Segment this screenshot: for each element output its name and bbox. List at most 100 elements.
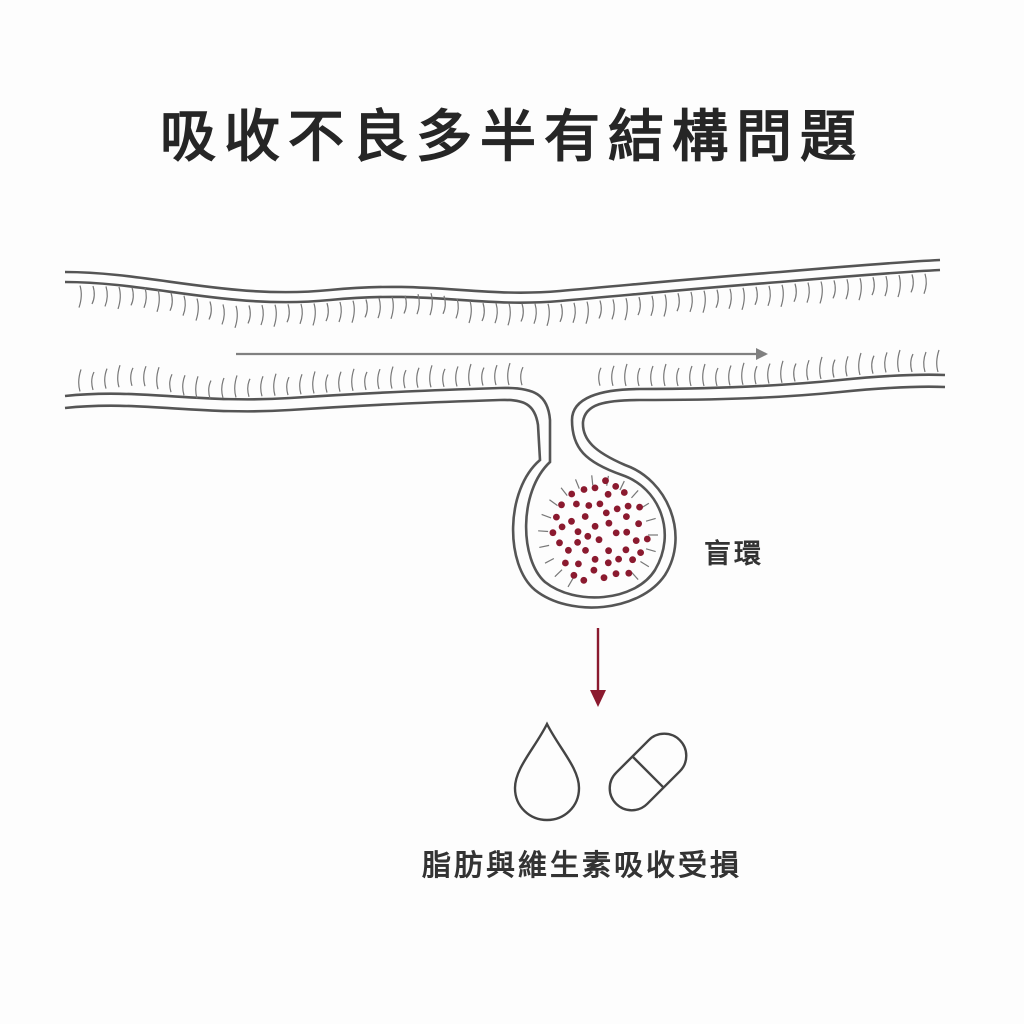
bacteria-dot (615, 555, 622, 563)
villus (364, 371, 368, 391)
villus (715, 367, 719, 387)
villus (468, 300, 472, 324)
bacteria-dot (612, 483, 620, 490)
villus (871, 355, 875, 374)
villus (858, 278, 862, 301)
villus (403, 369, 407, 389)
consequence-caption: 脂肪與維生素吸收受損 (421, 848, 742, 882)
villus (645, 548, 656, 553)
villus (663, 294, 667, 317)
villus (208, 380, 212, 399)
villus (598, 367, 602, 386)
villus (286, 376, 290, 396)
droplet-icon (513, 721, 581, 822)
villus (208, 301, 212, 320)
villus (78, 285, 82, 308)
villus (455, 298, 459, 319)
villus (481, 302, 485, 322)
villus (533, 303, 537, 324)
bacteria-dot (602, 509, 610, 517)
villus (429, 293, 433, 316)
villus (806, 282, 810, 303)
villus (611, 299, 615, 320)
villus (702, 363, 706, 387)
blind-loop-label: 盲環 (704, 539, 764, 570)
bacteria-dot (581, 513, 589, 520)
bacteria-dot (602, 477, 609, 485)
villus (182, 375, 186, 396)
villus (910, 274, 914, 293)
villus (156, 367, 160, 390)
bacteria-dot (613, 505, 621, 513)
villus (754, 286, 758, 306)
bacteria-dot (556, 539, 563, 547)
villus (117, 286, 121, 310)
villus (91, 371, 95, 391)
villus (182, 295, 186, 316)
villus (591, 475, 594, 486)
villus (299, 303, 303, 325)
villus (247, 305, 251, 324)
villus (273, 304, 277, 327)
villus (234, 375, 238, 398)
bacteria-dot (580, 486, 588, 493)
villus (637, 296, 641, 316)
villus (832, 359, 836, 378)
villus (559, 303, 563, 323)
villus (806, 359, 810, 381)
villus (91, 285, 95, 305)
bacteria-dot (624, 502, 632, 510)
villus (624, 298, 628, 321)
villus (260, 304, 264, 326)
villus (567, 578, 574, 588)
bacteria-dot (585, 502, 593, 509)
villus (143, 365, 147, 387)
bacteria-dot (580, 576, 588, 584)
villus (507, 303, 511, 326)
villus (598, 300, 602, 319)
intestine-bottom-villi (78, 349, 940, 399)
villus (793, 363, 797, 382)
villus (377, 368, 381, 390)
villus (819, 356, 823, 380)
villus (221, 377, 225, 399)
villus (728, 288, 732, 309)
intestine-top-wall (64, 258, 941, 304)
villus (619, 480, 625, 491)
villus (351, 368, 355, 391)
villus (884, 352, 888, 373)
villus (767, 285, 771, 307)
bacteria-dot (568, 517, 575, 525)
villus (741, 287, 745, 310)
villus (780, 360, 784, 383)
bacteria-dot (596, 500, 604, 508)
villus (640, 560, 650, 568)
villus (442, 295, 446, 315)
villus (234, 305, 238, 329)
villus (624, 363, 628, 387)
bacteria-dot (620, 489, 628, 496)
villus (554, 569, 563, 578)
villus (286, 304, 290, 323)
villus (645, 517, 656, 522)
villus (858, 352, 862, 376)
villus (767, 363, 771, 384)
villus (884, 275, 888, 297)
bacteria-dot (562, 559, 569, 567)
villus (403, 295, 407, 314)
villus (390, 296, 394, 319)
villus (637, 367, 641, 387)
villus (819, 281, 823, 304)
villus (572, 302, 576, 323)
villus (377, 297, 381, 319)
villus (78, 369, 82, 392)
villus (481, 367, 485, 386)
villus (676, 293, 680, 312)
villus (544, 557, 555, 564)
bacteria-dot (612, 570, 620, 578)
villus (416, 294, 420, 315)
bacteria-dot (591, 484, 599, 492)
villus (130, 287, 134, 306)
villus (715, 289, 719, 308)
